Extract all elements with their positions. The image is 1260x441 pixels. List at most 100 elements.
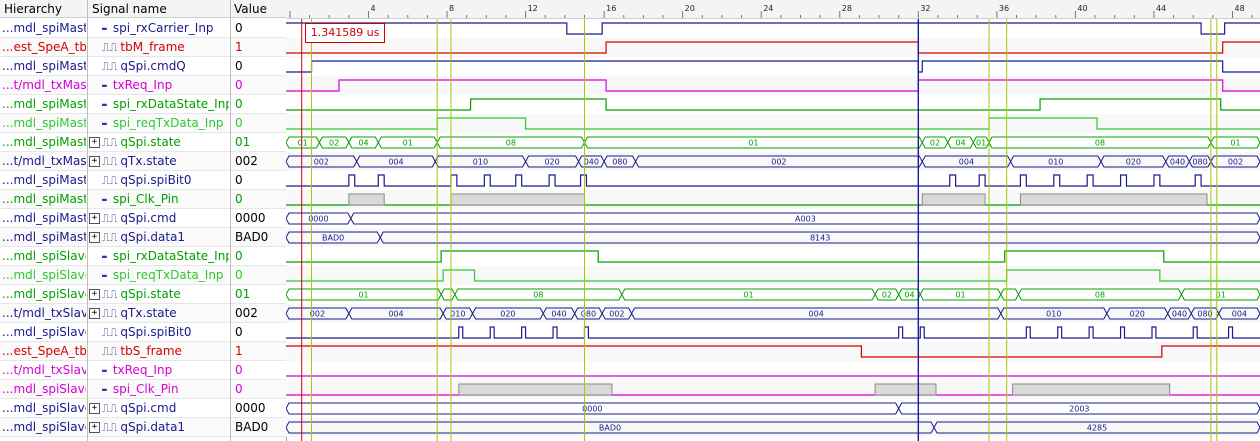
bus-value-label: 010	[1048, 158, 1063, 167]
wave-row-bg	[286, 228, 1260, 247]
trace-tbs-frame[interactable]	[286, 345, 1260, 358]
trace-spi-clk-pin[interactable]	[286, 383, 1260, 396]
pin-signal-icon: ▬	[102, 24, 107, 33]
waveform-signal-icon: ⎍⎍	[102, 402, 118, 415]
time-markers[interactable]	[301, 19, 1218, 441]
ruler-tick-label: 16	[606, 4, 616, 13]
expand-bus-icon[interactable]: +	[89, 403, 100, 414]
trace-spi-rxcarrier-inp[interactable]	[286, 22, 1260, 35]
signal-value: 002	[235, 154, 258, 168]
wave-row-bg	[286, 171, 1260, 190]
signal-name: spi_rxDataState_Inp	[112, 249, 229, 263]
signal-value: 01	[235, 287, 251, 301]
signal-value: 0	[235, 173, 243, 187]
trace-spi-rxdatastate-inp[interactable]	[286, 98, 1260, 111]
bus-value-label: BAD0	[322, 234, 344, 243]
pin-signal-icon: ▬	[102, 100, 107, 109]
signal-name: txReq_Inp	[112, 78, 173, 92]
expand-bus-icon[interactable]: +	[89, 213, 100, 224]
signal-name: spi_reqTxData_Inp	[112, 116, 224, 130]
pin-signal-icon: ▬	[102, 366, 107, 375]
clock-burst	[348, 193, 385, 206]
column-header-signal-name[interactable]: Signal name	[88, 0, 230, 18]
expand-bus-icon[interactable]: +	[89, 232, 100, 243]
ruler-tick-label: 24	[763, 4, 773, 13]
trace-spi-clk-pin[interactable]	[286, 193, 1260, 206]
signal-hierarchy: ...mdl_spiMastr	[2, 211, 86, 225]
column-header-hierarchy[interactable]: Hierarchy	[0, 0, 88, 18]
expand-bus-icon[interactable]: +	[89, 289, 100, 300]
signal-value: 0	[235, 59, 243, 73]
wave-row-bg	[286, 133, 1260, 152]
trace-spi-reqtxdata-inp[interactable]	[286, 269, 1260, 282]
column-divider[interactable]	[230, 0, 231, 441]
bus-segment	[1180, 288, 1260, 301]
signal-value: 0	[235, 78, 243, 92]
bus-value-label: 002	[314, 158, 329, 167]
bus-value-label: 010	[473, 158, 488, 167]
bit-trace	[286, 269, 1260, 282]
wave-row-bg	[286, 399, 1260, 418]
bus-value-label: BAD0	[599, 424, 621, 433]
signal-hierarchy: ...mdl_spiSlave	[2, 382, 86, 396]
trace-txreq-inp[interactable]	[286, 79, 1260, 92]
ruler-tick-label: 40	[1077, 4, 1087, 13]
trace-spi-rxdatastate-inp[interactable]	[286, 250, 1260, 263]
signal-name: qTx.state	[120, 306, 177, 320]
expand-bus-icon[interactable]: +	[89, 308, 100, 319]
bus-value-label: 080	[1197, 310, 1212, 319]
waveform-signal-icon: ⎍⎍	[102, 421, 118, 434]
bit-trace	[286, 174, 1260, 187]
trace-qspi-spibit0[interactable]	[286, 174, 1260, 187]
bit-trace	[286, 79, 1260, 92]
clock-burst	[1019, 193, 1208, 206]
trace-qspi-spibit0[interactable]	[286, 326, 1260, 339]
signal-name: qSpi.data1	[120, 230, 186, 244]
bus-value-label: 08	[533, 291, 543, 300]
signal-hierarchy: ...t/mdl_txMastr	[2, 78, 86, 92]
expand-bus-icon[interactable]: +	[89, 156, 100, 167]
column-divider[interactable]	[87, 0, 88, 441]
signal-hierarchy: ...mdl_spiMastr	[2, 21, 86, 35]
bus-segment	[898, 402, 1260, 415]
column-header-value[interactable]: Value	[230, 0, 286, 18]
waveform-signal-icon: ⎍⎍	[102, 60, 118, 73]
bit-trace	[286, 98, 1260, 111]
expand-bus-icon[interactable]: +	[89, 137, 100, 148]
pin-signal-icon: ▬	[102, 195, 107, 204]
expand-bus-icon[interactable]: +	[89, 422, 100, 433]
signal-name: spi_rxDataState_Inp	[112, 97, 229, 111]
bus-value-label: 010	[450, 310, 465, 319]
